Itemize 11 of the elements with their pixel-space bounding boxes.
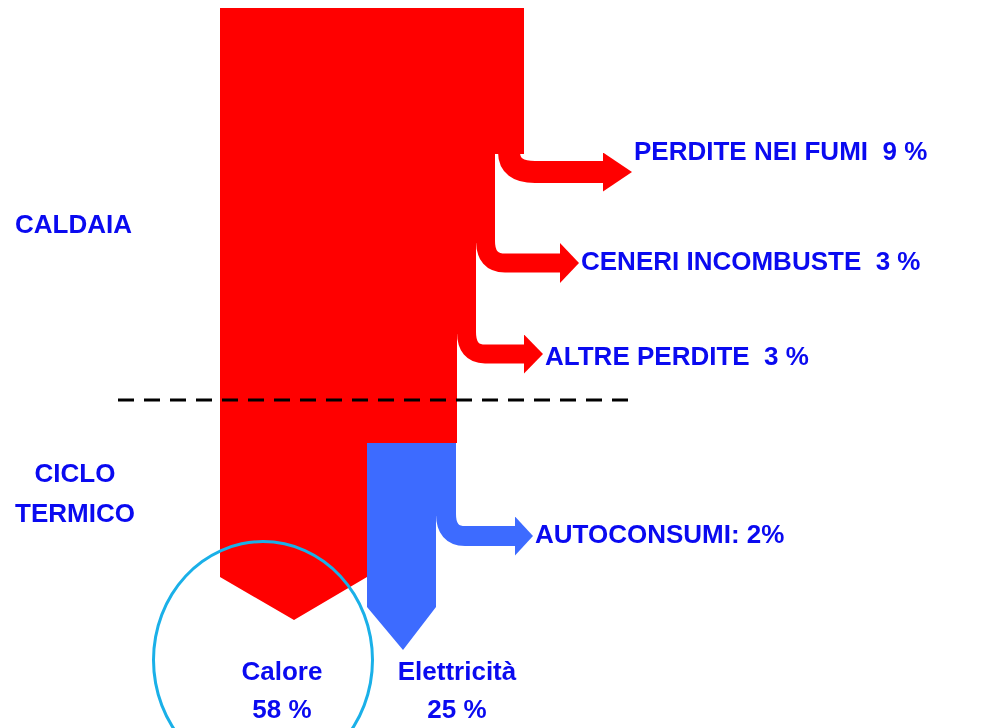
flow-band-arrow: [367, 443, 456, 650]
section-label: CALDAIA: [15, 208, 132, 241]
loss-label: ALTRE PERDITE 3 %: [545, 337, 809, 376]
loss-label: CENERI INCOMBUSTE 3 %: [581, 242, 921, 281]
loss-label: AUTOCONSUMI: 2%: [535, 515, 785, 554]
section-label: CICLO TERMICO: [14, 457, 136, 530]
loss-label: PERDITE NEI FUMI 9 %: [634, 132, 928, 171]
output-label: Elettricità 25 %: [382, 652, 532, 728]
highlight-circle: [152, 540, 374, 728]
flow-band-arrow: [220, 8, 524, 620]
output-label: Calore 58 %: [240, 655, 324, 726]
